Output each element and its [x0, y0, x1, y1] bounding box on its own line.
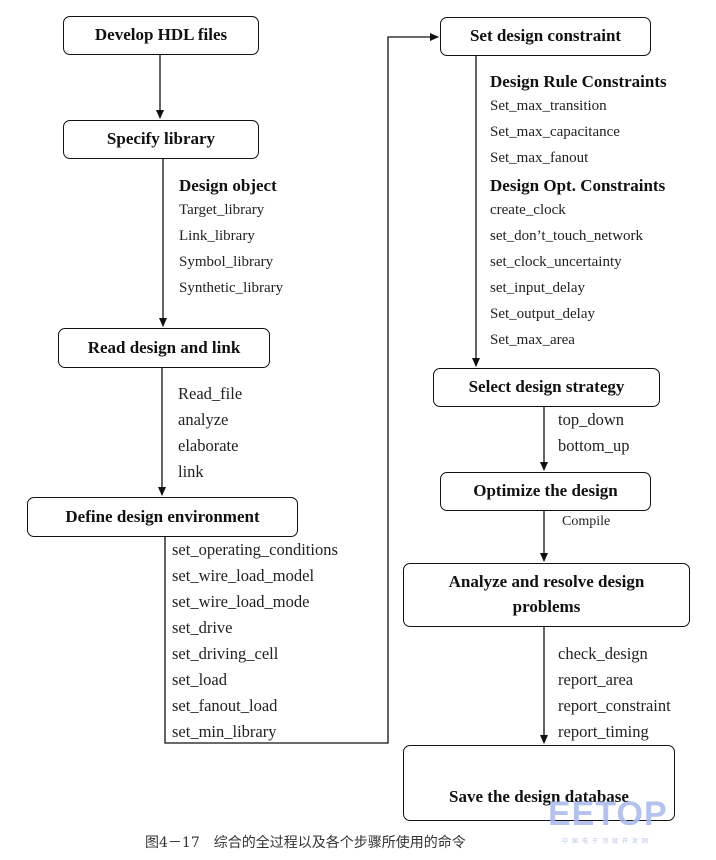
library-item: Target_library — [179, 202, 265, 218]
opt-constraint-item: Set_output_delay — [490, 306, 595, 322]
opt-constraint-item: set_input_delay — [490, 280, 585, 296]
environment-command: set_fanout_load — [172, 696, 278, 715]
specify-library-box: Specify library — [63, 120, 259, 159]
opt-constraint-item: Set_max_area — [490, 332, 575, 348]
opt-constraints-heading: Design Opt. Constraints — [490, 176, 666, 195]
strategy-option: top_down — [558, 410, 624, 429]
opt-constraint-item: set_clock_uncertainty — [490, 254, 622, 270]
library-item: Symbol_library — [179, 254, 274, 270]
read-command: elaborate — [178, 436, 239, 455]
save-database-box: Save the design database — [403, 745, 675, 821]
analyze-box: Analyze and resolve design problems — [403, 563, 690, 627]
connector-env-to-constraint — [164, 33, 439, 744]
library-item: Synthetic_library — [179, 280, 284, 296]
rule-constraint-item: Set_max_fanout — [490, 150, 589, 166]
select-strategy-box: Select design strategy — [433, 368, 660, 407]
analysis-command: report_timing — [558, 722, 649, 741]
eetop-watermark-subtitle: 中国电子顶级开发网 — [562, 838, 653, 845]
eetop-watermark-logo: EETOP — [548, 795, 668, 833]
environment-command: set_wire_load_mode — [172, 592, 310, 611]
design-object-heading: Design object — [179, 176, 277, 195]
optimize-box: Optimize the design — [440, 472, 651, 511]
strategy-option: bottom_up — [558, 436, 630, 455]
read-command: Read_file — [178, 384, 243, 403]
rule-constraint-item: Set_max_capacitance — [490, 124, 620, 140]
library-item: Link_library — [179, 228, 255, 244]
rule-constraint-item: Set_max_transition — [490, 98, 607, 114]
rule-constraints-heading: Design Rule Constraints — [490, 72, 667, 91]
environment-command: set_wire_load_model — [172, 566, 315, 585]
compile-command: Compile — [562, 514, 611, 529]
analysis-command: check_design — [558, 644, 648, 663]
define-environment-box: Define design environment — [27, 497, 298, 537]
environment-command: set_driving_cell — [172, 644, 279, 663]
figure-caption: 图4－17 综合的全过程以及各个步骤所使用的命令 — [145, 835, 466, 851]
opt-constraint-item: create_clock — [490, 202, 566, 218]
environment-command: set_operating_conditions — [172, 540, 338, 559]
environment-command: set_min_library — [172, 722, 277, 741]
develop-hdl-box: Develop HDL files — [63, 16, 259, 55]
environment-command: set_drive — [172, 618, 233, 637]
analysis-command: report_constraint — [558, 696, 671, 715]
read-command: analyze — [178, 410, 229, 429]
set-constraint-box: Set design constraint — [440, 17, 651, 56]
read-design-box: Read design and link — [58, 328, 270, 368]
opt-constraint-item: set_don’t_touch_network — [490, 228, 644, 244]
environment-command: set_load — [172, 670, 227, 689]
analysis-command: report_area — [558, 670, 634, 689]
read-command: link — [178, 462, 204, 481]
